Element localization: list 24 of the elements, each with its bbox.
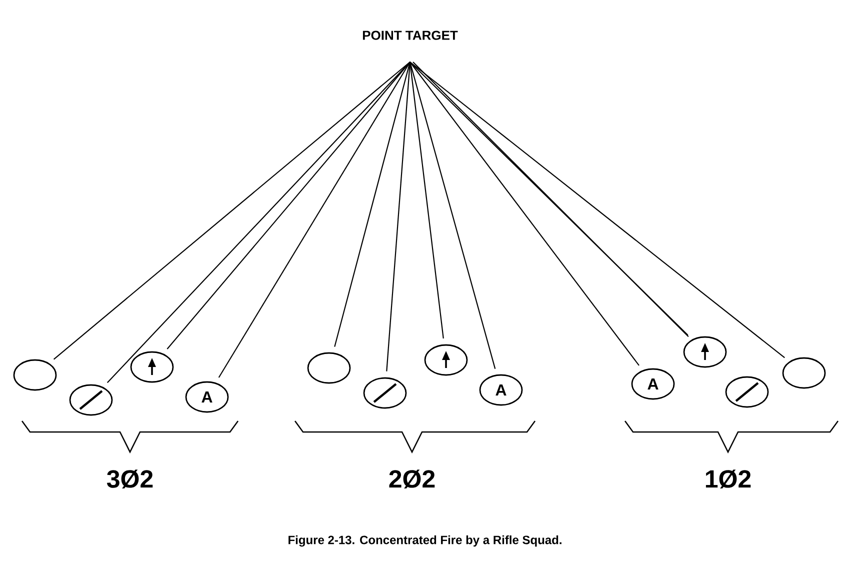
fire-line <box>334 62 411 347</box>
caption: Figure 2-13. Concentrated Fire by a Rifle Squad. <box>288 535 562 547</box>
squad-label: 1Ø2 <box>706 470 751 488</box>
fire-line <box>386 62 411 372</box>
target-label: POINT TARGET <box>362 30 458 40</box>
fire-line <box>53 62 410 360</box>
soldier-symbol <box>69 384 113 416</box>
fire-line <box>410 62 640 366</box>
soldier-symbol <box>363 377 407 409</box>
soldier-symbol <box>725 376 769 408</box>
fire-line <box>409 62 444 338</box>
soldier-symbol <box>130 351 174 383</box>
fire-line <box>106 62 410 384</box>
soldier-symbol <box>13 359 57 391</box>
soldier-symbol <box>683 336 727 368</box>
fire-line <box>410 62 785 358</box>
fire-line <box>218 62 410 378</box>
squad-label: 2Ø2 <box>389 470 435 488</box>
soldier-symbol <box>424 344 468 376</box>
soldier-symbol <box>307 352 351 384</box>
fire-line <box>166 62 410 350</box>
soldier-symbol <box>782 357 826 389</box>
fire-line <box>409 62 496 369</box>
squad-label: 3Ø2 <box>106 470 153 488</box>
